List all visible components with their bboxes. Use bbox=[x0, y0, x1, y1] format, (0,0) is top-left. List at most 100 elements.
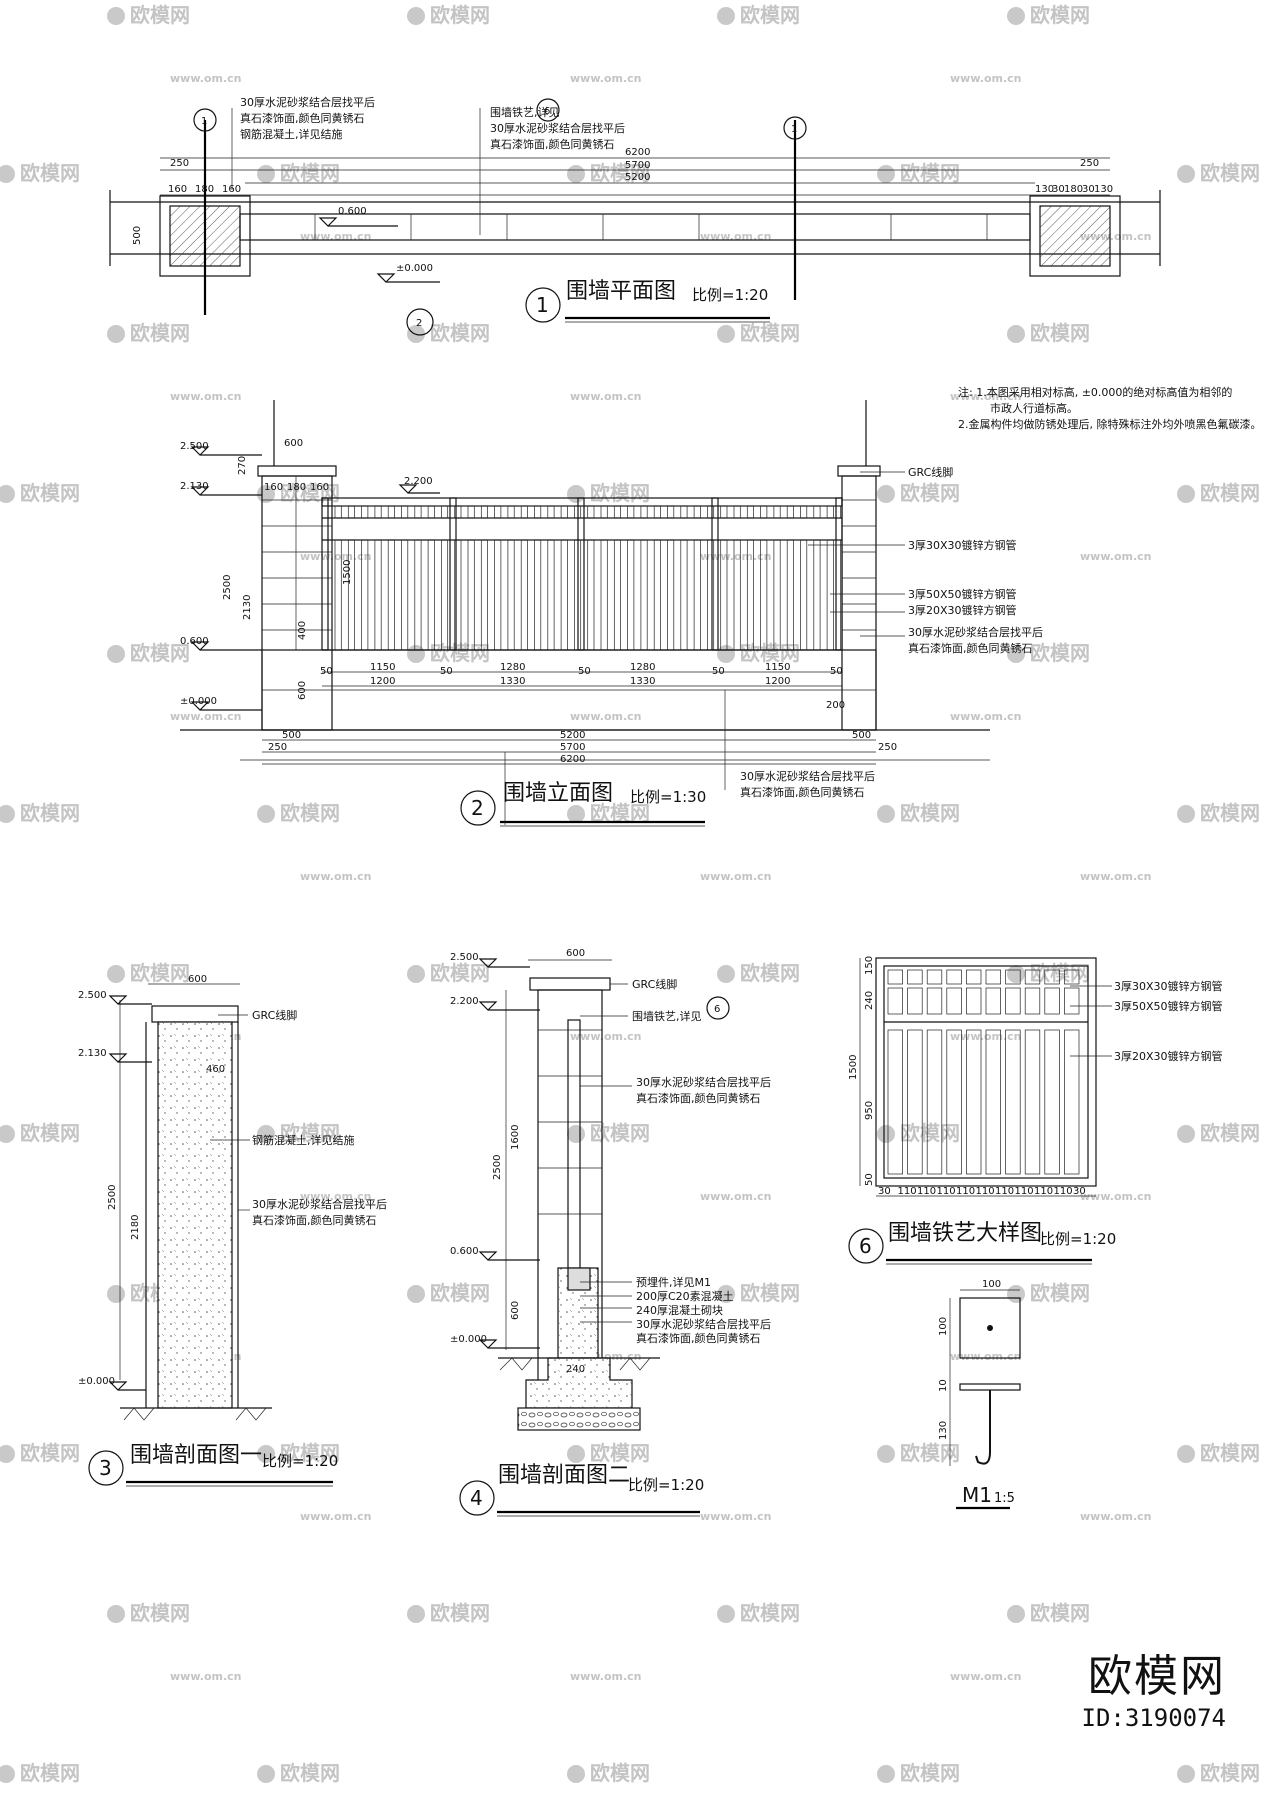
sec2-level-2500: 2.500 bbox=[450, 952, 479, 963]
sec2-label-iron: 围墙铁艺,详见 bbox=[632, 1009, 702, 1023]
watermark-url: www.om.cn bbox=[950, 710, 1022, 723]
plan-title-number: 1 bbox=[536, 293, 549, 317]
sec2-scale: 比例=1:20 bbox=[628, 1476, 704, 1494]
detail-bar bbox=[1064, 1029, 1080, 1175]
watermark-url: www.om.cn bbox=[570, 1670, 642, 1683]
plan-dim-250-right: 250 bbox=[1080, 158, 1099, 169]
plan-note-1: 30厚水泥砂浆结合层找平后 bbox=[240, 95, 375, 109]
plan-pier-dim-1: 160 bbox=[168, 184, 187, 195]
fence-top-bar bbox=[633, 505, 642, 519]
elev-level-2500: 2.500 bbox=[180, 441, 209, 452]
fence-bar bbox=[487, 539, 495, 651]
plan-texts: 30厚水泥砂浆结合层找平后 真石漆饰面,颜色同黄锈石 钢筋混凝土,详见结施 围墙… bbox=[132, 95, 1113, 329]
elev-v-270: 270 bbox=[237, 456, 248, 475]
plan-side-500: 500 bbox=[132, 226, 143, 245]
fence-bar bbox=[606, 539, 615, 651]
sec2-level-2200: 2.200 bbox=[450, 996, 479, 1007]
fence-top-bar bbox=[646, 505, 655, 519]
watermark-text: 欧模网 bbox=[430, 1601, 490, 1625]
elevation-texts: 2.500 2.130 0.600 ±0.000 2.200 600 160 1… bbox=[180, 385, 1262, 820]
fence-bar bbox=[633, 539, 642, 651]
watermark-logo bbox=[0, 1765, 15, 1783]
plan-mid-note-1: 围墙铁艺,详见 bbox=[490, 105, 560, 119]
detail-mid-cell bbox=[1044, 987, 1060, 1015]
plan-pier-dim-2: 180 bbox=[195, 184, 214, 195]
sec1-label-mortar: 30厚水泥砂浆结合层找平后 bbox=[252, 1197, 387, 1211]
fence-top-bar bbox=[686, 505, 695, 519]
watermark-text: 欧模网 bbox=[900, 801, 960, 825]
watermark-logo bbox=[407, 1605, 425, 1623]
detail-bar bbox=[1005, 1029, 1021, 1175]
detail-dim-1500: 1500 bbox=[848, 1055, 859, 1080]
watermark-text: 欧模网 bbox=[1200, 481, 1260, 505]
fence-bar bbox=[660, 539, 668, 651]
fence-top-bar bbox=[340, 505, 349, 519]
watermark-url: www.om.cn bbox=[300, 870, 372, 883]
sec2-label-finish2: 真石漆饰面,颜色同黄锈石 bbox=[636, 1331, 761, 1345]
watermark-text: 欧模网 bbox=[1030, 321, 1090, 345]
sec2-dim-600: 600 bbox=[510, 1301, 521, 1320]
watermark-text: 欧模网 bbox=[900, 481, 960, 505]
detail-mid-cell bbox=[907, 987, 923, 1015]
watermark-text: 欧模网 bbox=[280, 1761, 340, 1785]
elev-v-600: 600 bbox=[297, 681, 308, 700]
fence-top-bar bbox=[473, 505, 482, 519]
brand-id: ID:3190074 bbox=[1081, 1704, 1227, 1732]
elev-label-finish: 真石漆饰面,颜色同黄锈石 bbox=[908, 641, 1033, 655]
watermark-logo bbox=[0, 1445, 15, 1463]
watermark-logo bbox=[107, 7, 125, 25]
detail-label-30x30: 3厚30X30镀锌方钢管 bbox=[1114, 979, 1223, 993]
elev-v-400: 400 bbox=[297, 621, 308, 640]
watermark-text: 欧模网 bbox=[1200, 801, 1260, 825]
fence-bar bbox=[620, 539, 628, 651]
fence-top-bar bbox=[833, 505, 841, 519]
watermark-url: www.om.cn bbox=[300, 1190, 372, 1203]
detail-top-cell bbox=[985, 969, 1001, 985]
watermark-text: 欧模网 bbox=[280, 1441, 340, 1465]
watermark-logo bbox=[567, 485, 585, 503]
detail-hdim: 110 bbox=[976, 1186, 995, 1197]
watermark-logo bbox=[1177, 1125, 1195, 1143]
detail-hdim: 110 bbox=[898, 1186, 917, 1197]
watermark-text: 欧模网 bbox=[740, 1601, 800, 1625]
fence-top-bar bbox=[460, 505, 469, 519]
elev-dim-d3: 250 bbox=[878, 742, 897, 753]
watermark-logo bbox=[0, 165, 15, 183]
watermark-logo bbox=[877, 805, 895, 823]
watermark-text: 欧模网 bbox=[1030, 961, 1090, 985]
sec1-label-grc: GRC线脚 bbox=[252, 1008, 297, 1022]
sec1-dim-2500: 2500 bbox=[107, 1185, 118, 1210]
detail-mid-cell bbox=[985, 987, 1001, 1015]
watermark-text: 欧模网 bbox=[20, 481, 80, 505]
m1-scale: 1:5 bbox=[994, 1491, 1015, 1506]
watermark-logo bbox=[107, 325, 125, 343]
detail-title-number: 6 bbox=[859, 1234, 872, 1258]
fence-top-bar bbox=[380, 505, 389, 519]
watermark-text: 欧模网 bbox=[280, 161, 340, 185]
fence-top-bar bbox=[766, 505, 775, 519]
elev-note-line1: 市政人行道标高。 bbox=[990, 401, 1078, 415]
sec2-label-c20: 200厚C20素混凝土 bbox=[636, 1289, 734, 1303]
watermark-url: www.om.cn bbox=[170, 1670, 242, 1683]
sec2-label-mortar: 30厚水泥砂浆结合层找平后 bbox=[636, 1075, 771, 1089]
watermark-logo bbox=[877, 485, 895, 503]
watermark-text: 欧模网 bbox=[20, 1121, 80, 1145]
brand-block: 欧模网 ID:3190074 bbox=[1082, 1640, 1227, 1732]
detail-top-cell bbox=[1064, 969, 1080, 985]
plan-dim-5200: 5200 bbox=[625, 172, 650, 183]
elev-level-0600: 0.600 bbox=[180, 636, 209, 647]
watermark-text: 欧模网 bbox=[1030, 3, 1090, 27]
watermark-url: www.om.cn bbox=[950, 1670, 1022, 1683]
watermark-logo bbox=[1177, 485, 1195, 503]
fence-bar bbox=[394, 539, 402, 651]
fence-top-bar bbox=[407, 505, 416, 519]
watermark-text: 欧模网 bbox=[1200, 1441, 1260, 1465]
detail-mid-cell bbox=[1005, 987, 1021, 1015]
elev-title-number: 2 bbox=[471, 796, 484, 820]
sec1-dim-2180: 2180 bbox=[130, 1215, 141, 1240]
fence-bar bbox=[673, 539, 682, 651]
elev-note-line2: 2.金属构件均做防锈处理后, 除特殊标注外均外喷黑色氟碳漆。 bbox=[958, 417, 1262, 431]
elev-dim-d1: 250 bbox=[268, 742, 287, 753]
